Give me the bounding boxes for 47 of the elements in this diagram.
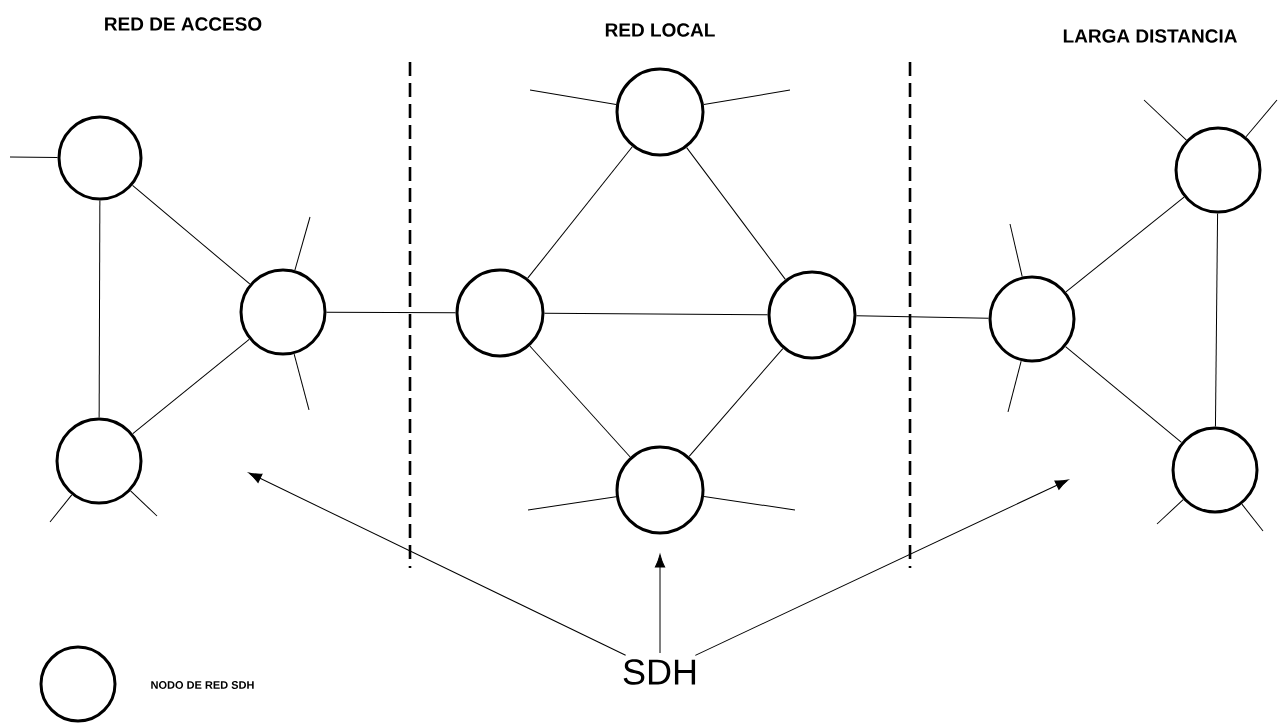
network-node-circle	[988, 275, 1076, 363]
network-node-circle	[239, 268, 327, 356]
stub-line	[9, 156, 58, 158]
network-node-circle	[1171, 426, 1259, 514]
section-heading: RED DE ACCESO	[105, 17, 262, 31]
stub-line	[293, 353, 310, 411]
link-line	[1065, 196, 1185, 293]
stub-line	[1245, 99, 1278, 138]
stub-line	[527, 496, 617, 511]
stub-line	[703, 89, 791, 106]
link-line	[686, 147, 786, 280]
network-node-circle	[767, 270, 857, 360]
sdh-label: SDH	[623, 659, 696, 685]
stub-line	[529, 89, 617, 106]
arrow	[654, 554, 666, 654]
link-line	[544, 312, 768, 316]
network-node-circle	[1174, 126, 1262, 214]
stub-line	[703, 496, 796, 511]
network-node-circle	[615, 445, 705, 535]
stub-line	[49, 494, 73, 523]
link-line	[688, 348, 784, 457]
stub-line	[1143, 99, 1187, 141]
stub-line	[1009, 223, 1023, 278]
stub-line	[1007, 360, 1022, 413]
network-node-circle	[57, 115, 143, 201]
link-line	[529, 345, 631, 458]
network-node-circle	[455, 268, 545, 358]
stub-line	[130, 490, 158, 517]
link-line	[856, 315, 989, 319]
network-node-circle	[615, 67, 705, 157]
section-heading: LARGA DISTANCIA	[1063, 29, 1237, 43]
section-heading: RED LOCAL	[605, 23, 715, 37]
arrow	[248, 472, 627, 656]
link-line	[527, 146, 633, 279]
network-node-circle	[55, 417, 143, 505]
stub-line	[1156, 499, 1184, 525]
legend-text: NODO DE RED SDH	[151, 681, 254, 689]
network-node-circle	[39, 645, 117, 723]
stub-line	[1241, 503, 1264, 532]
stub-line	[294, 216, 311, 271]
link-line	[132, 184, 251, 285]
link-line	[98, 200, 101, 418]
link-line	[132, 338, 250, 435]
arrow	[694, 479, 1069, 656]
link-line	[1214, 213, 1219, 427]
link-line	[326, 311, 456, 314]
link-line	[1065, 346, 1182, 443]
